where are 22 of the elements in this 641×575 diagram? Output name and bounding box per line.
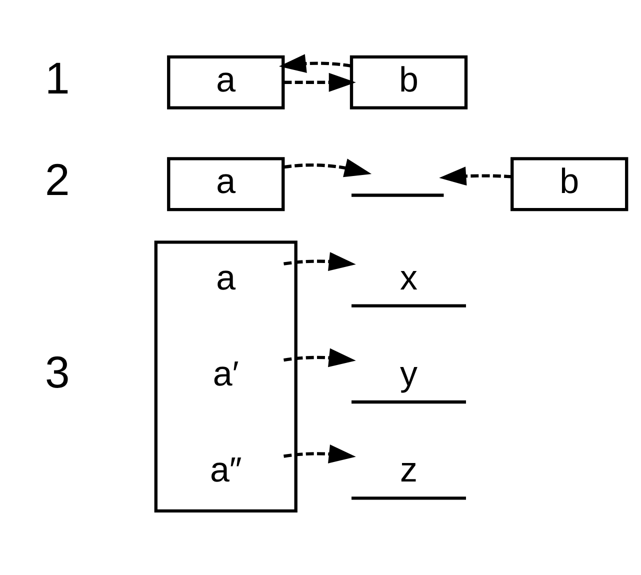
arrow	[284, 444, 356, 464]
node-text: a′	[212, 354, 239, 394]
arrow	[278, 54, 352, 73]
label: 3	[44, 348, 70, 398]
node-text: x	[400, 258, 418, 298]
node-text: z	[400, 450, 418, 490]
label: 2	[44, 156, 70, 206]
node-text: a	[216, 258, 236, 298]
label: 1	[44, 54, 70, 104]
node-text: a″	[210, 450, 242, 490]
node-bar	[352, 194, 444, 197]
node-box: a	[167, 157, 285, 212]
node-box: b	[510, 157, 628, 212]
arrow	[439, 166, 512, 186]
arrow	[284, 252, 356, 271]
arrow	[284, 72, 356, 92]
cluster	[154, 240, 298, 512]
arrow	[284, 348, 356, 368]
node-text: y	[400, 354, 418, 394]
node-box: b	[350, 55, 468, 110]
node-box: a	[167, 55, 285, 110]
arrow	[283, 158, 372, 178]
